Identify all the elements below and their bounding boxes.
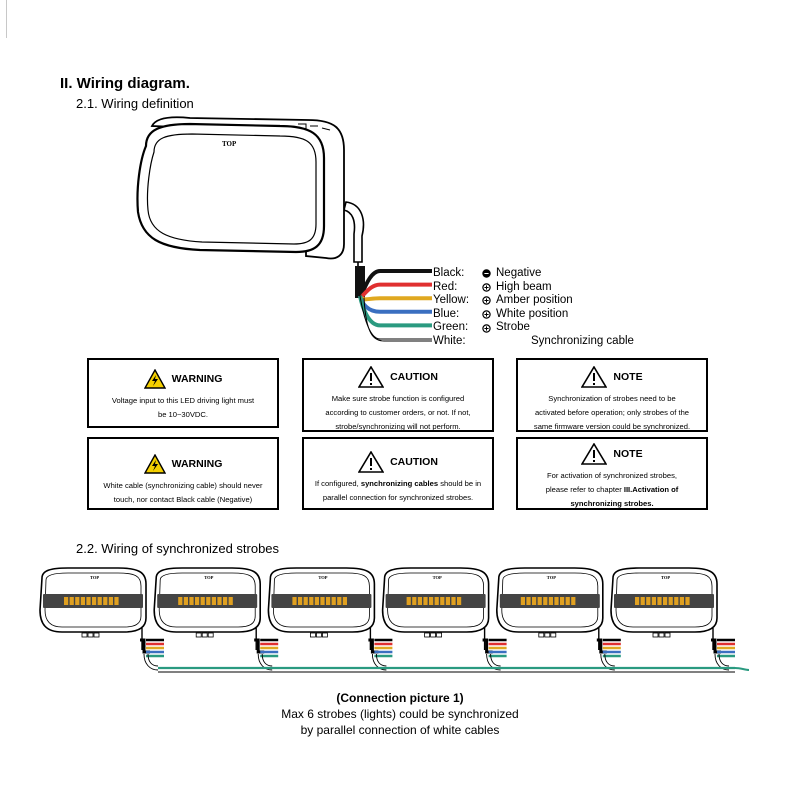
warning-line-2: be 10~30VDC. xyxy=(157,410,209,419)
note-line-1: Synchronization of strobes need to be xyxy=(548,394,676,403)
caution-line-2: according to customer orders, or not. If… xyxy=(325,408,471,417)
note-line-1: For activation of synchronized strobes, xyxy=(547,471,677,480)
note-line-3: synchronizing strobes. xyxy=(570,499,654,508)
caution-line-1: If configured, synchronizing cables shou… xyxy=(314,479,482,488)
caption-line-1: Max 6 strobes (lights) could be synchron… xyxy=(281,707,519,721)
page-margin-line xyxy=(6,0,7,38)
strobe-lamp: TOP xyxy=(153,567,279,671)
warning-title: WARNING xyxy=(171,458,223,470)
strobe-lamp-label: TOP xyxy=(433,575,442,580)
warning-line-2: touch, nor contact Black cable (Negative… xyxy=(113,495,253,504)
note-title: NOTE xyxy=(613,448,643,460)
wire-legend-row: Blue: White position xyxy=(433,308,634,322)
note-icon xyxy=(581,366,608,388)
note-icon xyxy=(581,443,608,465)
plus-circle-icon xyxy=(482,283,491,292)
bundle-wire xyxy=(358,269,432,299)
lamp-label: TOP xyxy=(222,140,237,148)
strobe-lamp: TOP xyxy=(267,567,393,671)
caution-icon xyxy=(358,451,385,473)
subsection-wiring-definition: 2.1. Wiring definition xyxy=(76,96,194,111)
warning-electric-icon xyxy=(143,369,166,389)
minus-circle-icon xyxy=(482,269,491,278)
plus-circle-icon xyxy=(482,296,491,306)
strobe-lamp: TOP xyxy=(610,567,735,671)
lamp-illustration: TOP xyxy=(136,116,365,268)
wire-legend-row: Yellow: Amber position xyxy=(433,294,634,308)
plus-circle-icon xyxy=(482,323,491,333)
wire-function: Amber position xyxy=(496,294,573,307)
strobe-chain-diagram: TOP TOP TOP TOP TOP TOP xyxy=(39,567,750,673)
wire-function: Strobe xyxy=(496,321,530,334)
wire-legend-row: Black: Negative xyxy=(433,267,634,281)
strobe-lamp: TOP xyxy=(495,567,621,671)
note-line-2: please refer to chapter III.Activation o… xyxy=(545,485,679,494)
warning-line-1: White cable (synchronizing cable) should… xyxy=(103,481,263,490)
caution-title: CAUTION xyxy=(390,371,438,383)
caution-icon xyxy=(358,366,385,388)
caption-line-2: by parallel connection of white cables xyxy=(300,723,500,737)
wire-color-name: Black: xyxy=(433,267,465,279)
wire-function: High beam xyxy=(496,280,552,293)
note-line-2: activated before operation; only strobes… xyxy=(534,408,690,417)
strobe-lamp-label: TOP xyxy=(204,575,213,580)
warning-box-white-cable: WARNING White cable (synchronizing cable… xyxy=(87,437,279,510)
strobe-lamp-label: TOP xyxy=(90,575,99,580)
wire-color-name: Yellow: xyxy=(433,294,470,307)
wire-color-name: Green: xyxy=(433,321,469,334)
wire-function: Negative xyxy=(496,267,542,279)
wire-legend-row: Red: High beam xyxy=(433,281,634,295)
caution-line-3: strobe/synchronizing will not perform. xyxy=(335,422,461,431)
note-line-3: same firmware version could be synchroni… xyxy=(533,422,691,431)
warning-line-1: Voltage input to this LED driving light … xyxy=(111,396,255,405)
caution-box-parallel: CAUTION If configured, synchronizing cab… xyxy=(302,437,494,510)
strobe-lamp: TOP xyxy=(381,567,507,671)
caution-line-2: parallel connection for synchronized str… xyxy=(322,493,474,502)
bundle-wire xyxy=(358,282,432,299)
note-title: NOTE xyxy=(613,371,643,383)
strobe-lamp-label: TOP xyxy=(547,575,556,580)
bundle-wire xyxy=(358,295,432,302)
caption-title: (Connection picture 1) xyxy=(336,691,464,705)
note-box-sync: NOTE Synchronization of strobes need to … xyxy=(516,358,708,432)
subsection-synchronized-strobes: 2.2. Wiring of synchronized strobes xyxy=(76,541,280,556)
caution-title: CAUTION xyxy=(390,456,438,468)
caution-line-1: Make sure strobe function is configured xyxy=(331,394,465,403)
wire-bundle xyxy=(355,266,432,342)
strobe-lamp-label: TOP xyxy=(318,575,327,580)
wire-legend-row: White: Synchronizing cable xyxy=(433,335,634,349)
caution-box-strobe: CAUTION Make sure strobe function is con… xyxy=(302,358,494,432)
bundle-white-wire-edge xyxy=(363,297,432,342)
warning-title: WARNING xyxy=(171,373,223,385)
warning-electric-icon xyxy=(143,454,166,474)
strobe-lamp-label: TOP xyxy=(661,575,670,580)
warning-box-voltage: WARNING Voltage input to this LED drivin… xyxy=(87,358,279,428)
wire-legend-row: Green: Strobe xyxy=(433,321,634,335)
wire-color-name: Red: xyxy=(433,280,458,293)
connection-caption: (Connection picture 1) Max 6 strobes (li… xyxy=(0,690,800,738)
wire-color-name: Blue: xyxy=(433,307,460,320)
wire-function: Synchronizing cable xyxy=(531,334,634,347)
wire-function: White position xyxy=(496,307,569,320)
note-box-activation: NOTE For activation of synchronized stro… xyxy=(516,437,708,510)
wire-color-name: White: xyxy=(433,334,466,347)
section-title: II. Wiring diagram. xyxy=(60,75,190,92)
strobe-lamp: TOP xyxy=(39,567,164,671)
plus-circle-icon xyxy=(482,310,491,319)
